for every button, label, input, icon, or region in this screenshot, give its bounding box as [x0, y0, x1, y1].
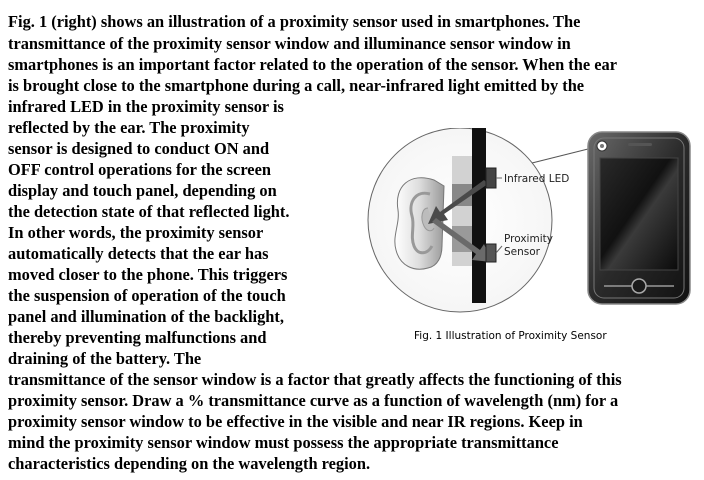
ear-shape [394, 177, 445, 270]
text-line: OFF control operations for the screen [8, 160, 271, 179]
text-line: panel and illumination of the backlight, [8, 307, 284, 326]
text-line: draining of the battery. The [8, 349, 202, 368]
proximity-sensor [485, 243, 497, 263]
text-line: transmittance of the sensor window is a … [8, 370, 622, 389]
text-line: In other words, the proximity sensor [8, 223, 264, 242]
text-line: automatically detects that the ear has [8, 244, 269, 263]
text-line: Fig. 1 (right) shows an illustration of … [8, 12, 581, 31]
text-line: is brought close to the smartphone durin… [8, 76, 585, 95]
text-line: infrared LED in the proximity sensor is [8, 97, 284, 116]
label-proximity: Proximity [504, 233, 553, 245]
text-line: thereby preventing malfunctions and [8, 328, 267, 347]
text-line: moved closer to the phone. This triggers [8, 265, 288, 284]
smartphone-image [587, 131, 691, 305]
figure-caption: Fig. 1 Illustration of Proximity Sensor [414, 330, 607, 342]
text-line: characteristics depending on the wavelen… [8, 454, 371, 473]
emitted-light-arrow [428, 180, 488, 224]
text-line: display and touch panel, depending on [8, 181, 277, 200]
label-sensor: Sensor [504, 246, 541, 258]
proximity-sensor-illustration: Infrared LED Proximity Sensor [367, 128, 691, 313]
label-infrared-led: Infrared LED [504, 173, 569, 185]
text-line: the detection state of that reflected li… [8, 202, 290, 221]
reflected-light-arrow [432, 218, 492, 262]
text-line: mind the proximity sensor window must po… [8, 433, 559, 452]
text-line: transmittance of the proximity sensor wi… [8, 34, 571, 53]
text-line: sensor is designed to conduct ON and [8, 139, 270, 158]
text-line: proximity sensor window to be effective … [8, 412, 583, 431]
text-line: reflected by the ear. The proximity [8, 118, 250, 137]
text-line: smartphones is an important factor relat… [8, 55, 617, 74]
text-line: proximity sensor. Draw a % transmittance… [8, 391, 619, 410]
infrared-led [485, 167, 497, 189]
text-line: the suspension of operation of the touch [8, 286, 286, 305]
